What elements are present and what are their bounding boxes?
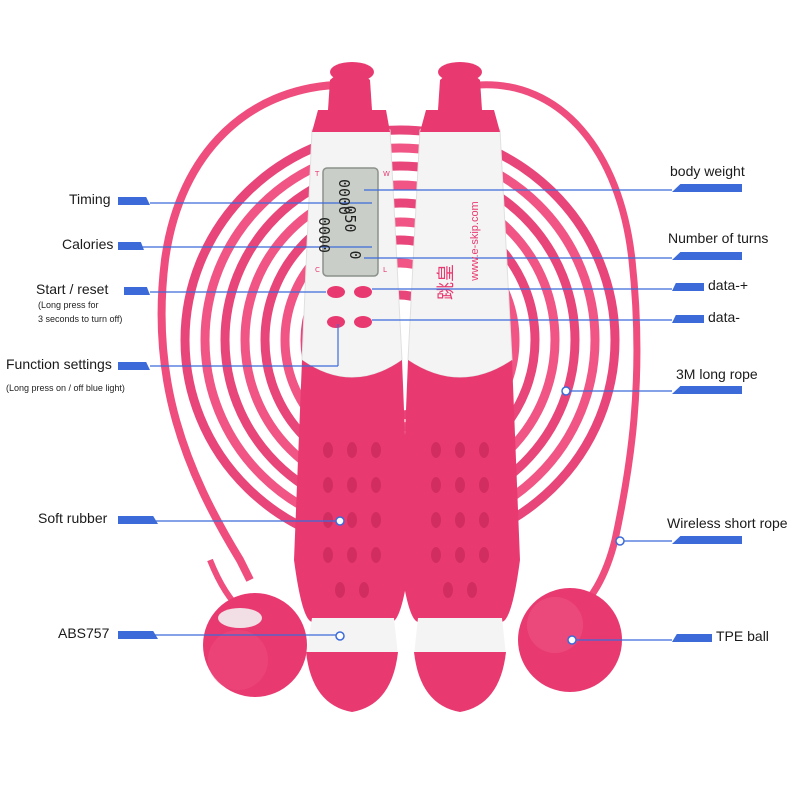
tag-wireless-rope [672,536,742,544]
brand-logo: 跳皇 [436,264,457,300]
tag-number-of-turns [672,252,742,260]
tag-long-rope [672,386,742,394]
label-abs: ABS757 [58,625,110,641]
lcd-turns: 0 [346,250,364,260]
label-wireless-rope: Wireless short rope [667,515,788,531]
callout-lines [142,189,672,641]
label-body-weight: body weight [670,163,745,179]
label-timing: Timing [69,191,111,207]
svg-text:跳皇: 跳皇 [436,264,457,300]
label-long-rope: 3M long rope [676,366,758,382]
loose-rope-right [477,81,641,618]
tag-data-minus [672,315,704,323]
tag-timing [118,197,150,205]
tag-abs [118,631,158,639]
label-tpe-ball: TPE ball [716,628,769,644]
label-function-settings: Function settings [6,356,112,372]
handle-left [294,62,410,712]
tag-body-weight [672,184,742,192]
label-soft-rubber: Soft rubber [38,510,108,526]
lcd-calories: 0000 [315,216,333,254]
label-data-minus: data- [708,309,740,325]
tag-start-reset [124,287,150,295]
lcd-letter: W [383,170,390,178]
tpe-ball-left [203,593,307,697]
tag-calories [118,242,144,250]
callout-dots [335,386,625,645]
lcd-letter: T [315,170,320,178]
label-data-plus: data-+ [708,277,749,293]
loose-rope-left [157,81,336,582]
note-function-settings: (Long press on / off blue light) [6,383,125,393]
lcd-timing: 0000 [335,178,353,216]
note-start-reset-2: 3 seconds to turn off) [38,314,123,324]
tag-function-settings [118,362,150,370]
lcd-letter: L [383,266,387,274]
label-number-of-turns: Number of turns [668,230,769,246]
handle-right: 跳皇 [400,62,520,712]
tag-soft-rubber [118,516,158,524]
brand-url: www.e-skip.com [469,201,481,281]
label-start-reset: Start / reset [36,281,109,297]
lcd-letter: C [315,266,320,274]
label-calories: Calories [62,236,114,252]
note-start-reset-1: (Long press for [38,300,99,310]
tag-data-plus [672,283,704,291]
tag-tpe-ball [672,634,712,642]
